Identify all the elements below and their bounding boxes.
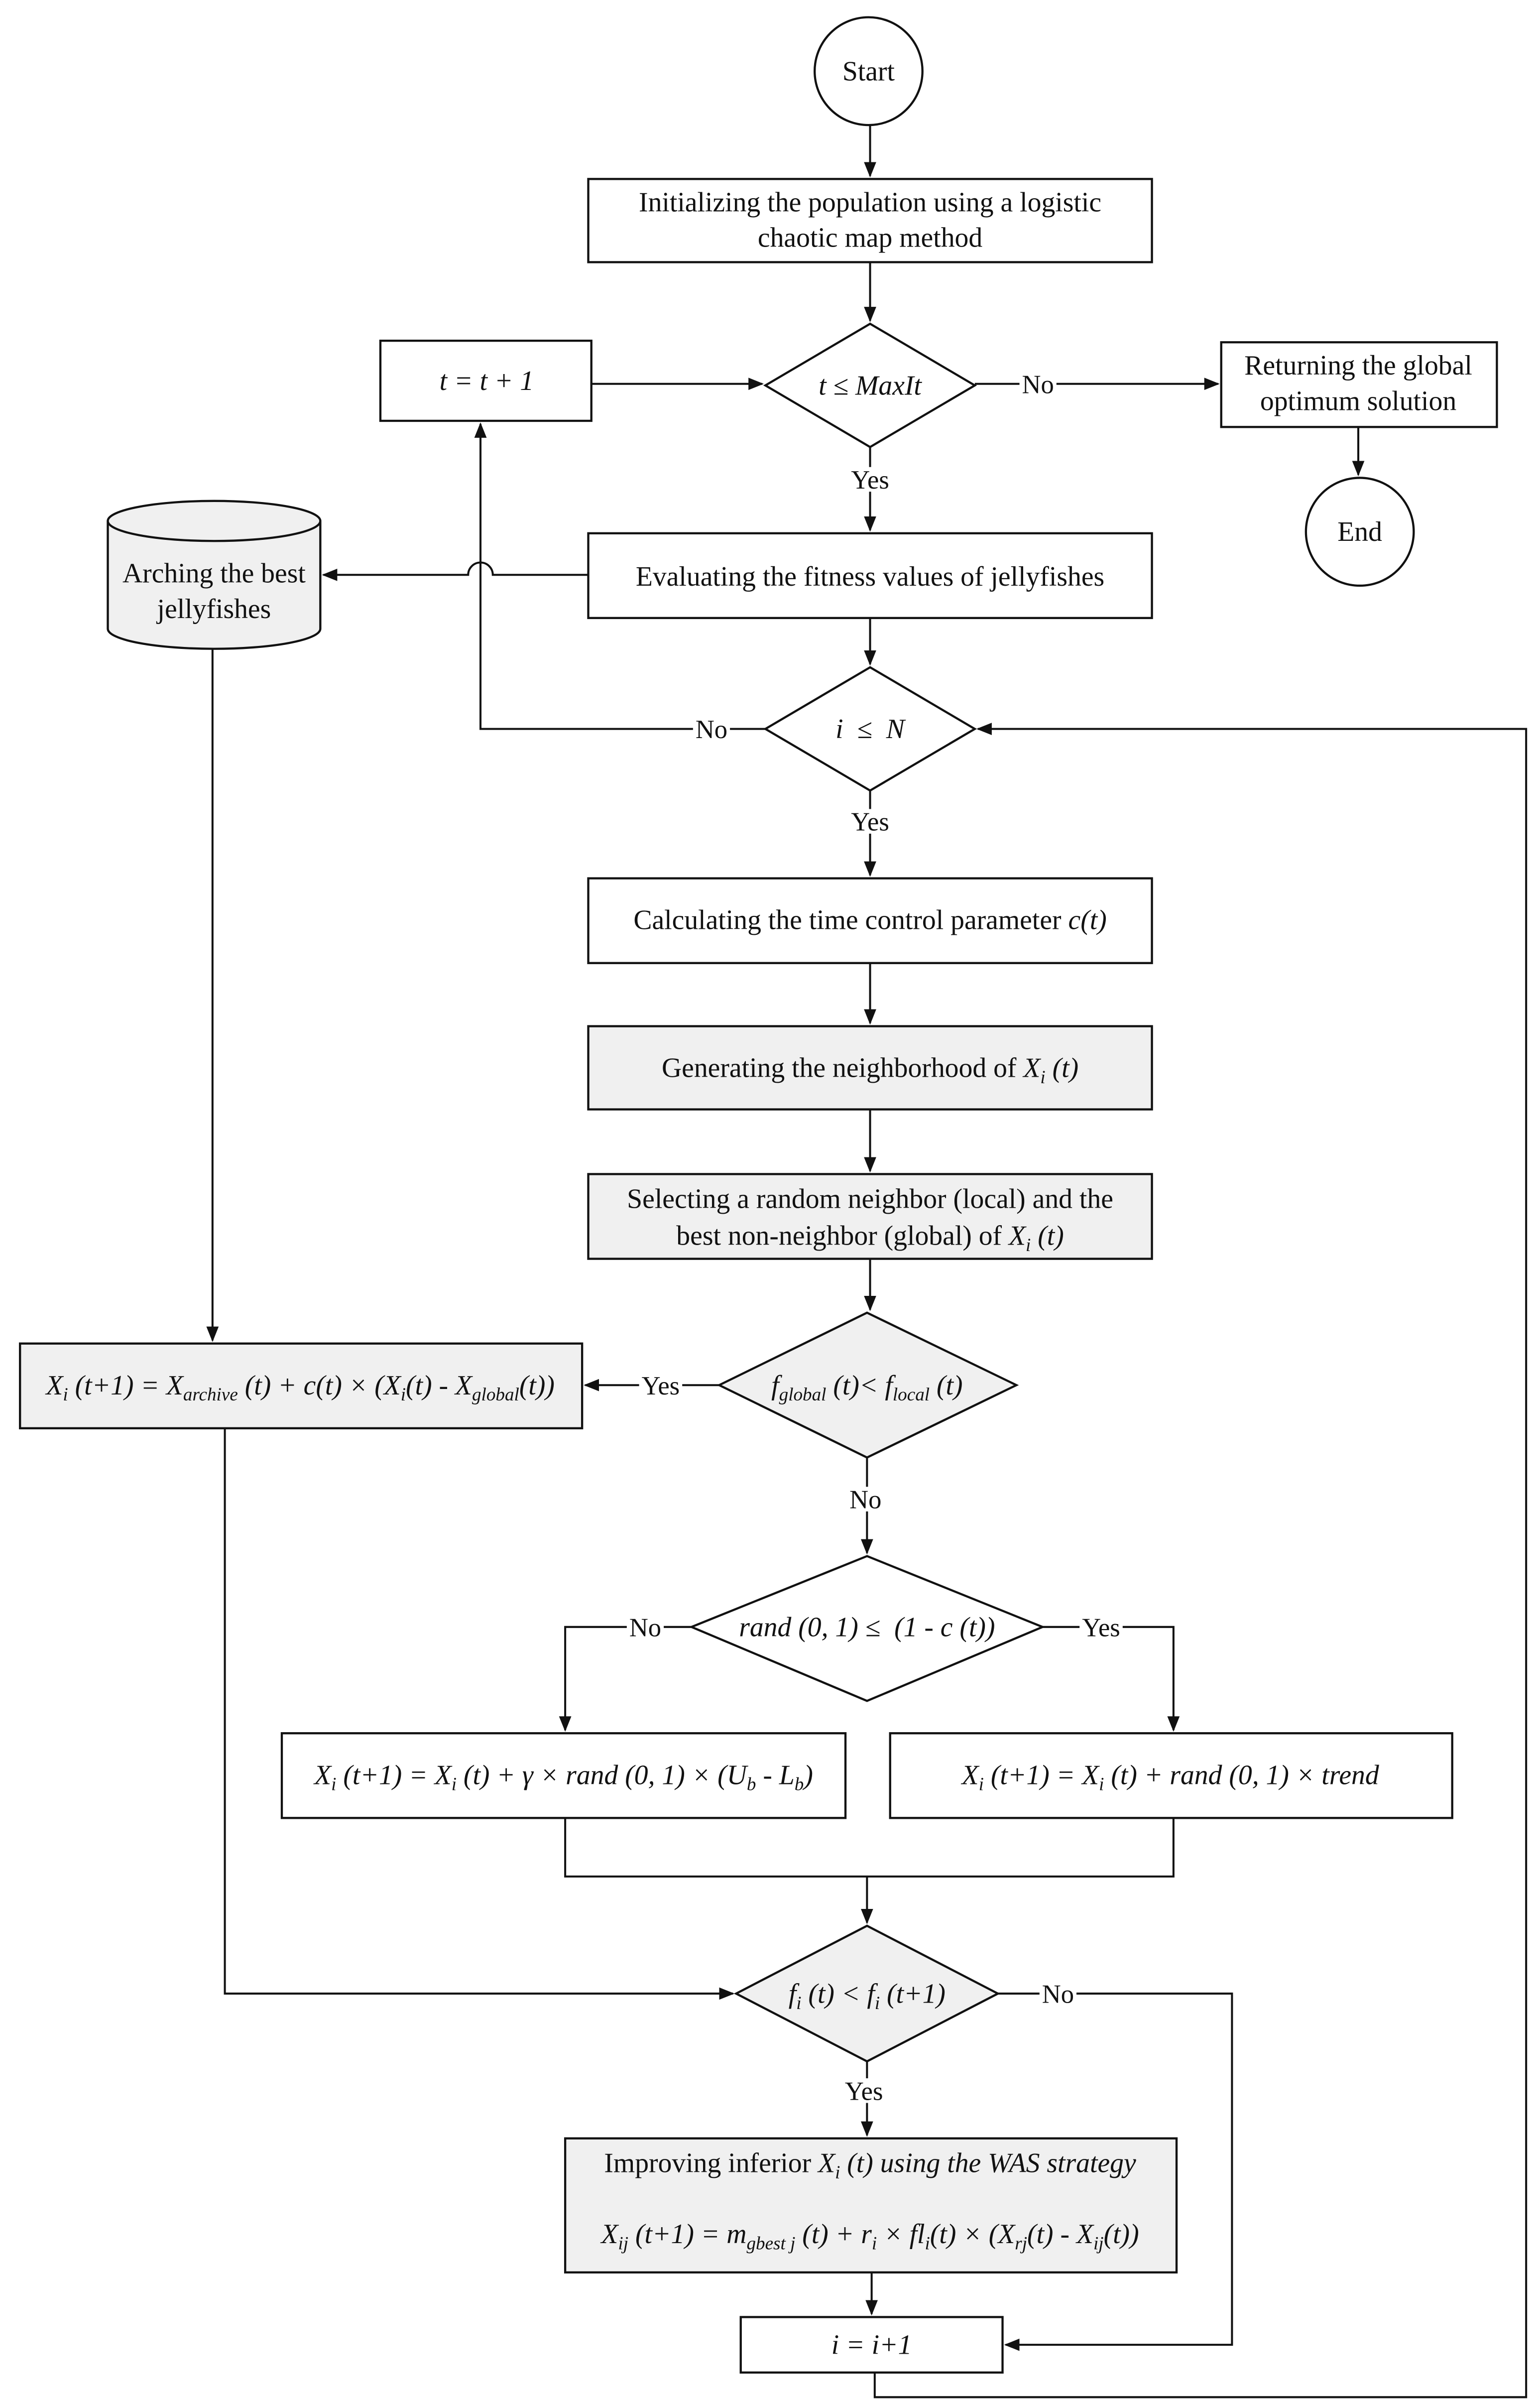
t-increment-text: t = t + 1 — [440, 366, 534, 396]
local-formula-box — [280, 1732, 847, 1819]
cond-f-diamond — [733, 1924, 1000, 2063]
yes-label: Yes — [851, 808, 889, 837]
yes-label: Yes — [1082, 1613, 1120, 1642]
no-label: No — [849, 1486, 881, 1515]
cond-rand-diamond — [689, 1555, 1046, 1702]
generating-text: Generating the neighborhood of Xi (t) — [662, 1053, 1078, 1088]
cond-global-diamond — [716, 1311, 1019, 1459]
selecting-line1: Selecting a random neighbor (local) and … — [627, 1184, 1113, 1215]
init-line1: Initializing the population using a logi… — [639, 187, 1101, 218]
selecting-box — [587, 1173, 1153, 1260]
end-node — [1304, 477, 1415, 587]
archive-formula-box — [19, 1342, 584, 1429]
evaluating-box — [587, 532, 1153, 620]
cond-f-text: fi (t) < fi (t+1) — [789, 1978, 946, 2013]
returning-box — [1220, 341, 1498, 428]
generating-box — [587, 1025, 1153, 1111]
cond-i-diamond — [763, 666, 977, 792]
evaluating-text: Evaluating the fitness values of jellyfi… — [636, 561, 1104, 592]
was-formula: Xij (t+1) = mgbest j (t) + ri × fli(t) ×… — [600, 2219, 1139, 2254]
archive-line1: Arching the best — [122, 558, 306, 589]
archive-cylinder — [107, 500, 322, 650]
end-label: End — [1337, 516, 1382, 547]
archive-formula-text: Xi (t+1) = Xarchive (t) + c(t) × (Xi(t) … — [45, 1370, 555, 1405]
calculating-text: Calculating the time control parameter c… — [633, 905, 1106, 936]
connectors — [206, 125, 1528, 2399]
init-line2: chaotic map method — [758, 222, 982, 253]
i-increment-box — [739, 2316, 1004, 2374]
improving-box — [564, 2137, 1178, 2273]
returning-line1: Returning the global — [1244, 350, 1472, 381]
yes-label: Yes — [845, 2077, 883, 2106]
selecting-line2: best non-neighbor (global) of Xi (t) — [676, 1221, 1064, 1256]
t-increment-box — [379, 339, 592, 422]
no-label: No — [1042, 1980, 1074, 2009]
init-box — [587, 178, 1153, 263]
trend-formula-box — [889, 1732, 1453, 1819]
trend-formula-text: Xi (t+1) = Xi (t) + rand (0, 1) × trend — [961, 1760, 1379, 1794]
local-formula-text: Xi (t+1) = Xi (t) + γ × rand (0, 1) × (U… — [313, 1760, 813, 1794]
no-label: No — [629, 1613, 661, 1642]
cond-i-text: i ≤ N — [835, 714, 906, 745]
archive-line2: jellyfishes — [156, 594, 271, 625]
improving-title: Improving inferior Xi (t) using the WAS … — [604, 2148, 1136, 2183]
cond-t-text: t ≤ MaxIt — [819, 370, 922, 401]
cond-t-diamond — [763, 322, 977, 449]
yes-label: Yes — [642, 1372, 680, 1400]
no-label: No — [1022, 370, 1054, 399]
i-increment-text: i = i+1 — [831, 2330, 912, 2361]
start-node — [814, 16, 924, 126]
start-label: Start — [842, 56, 895, 87]
yes-label: Yes — [851, 466, 889, 495]
cond-global-text: fglobal (t)< flocal (t) — [771, 1370, 962, 1405]
cond-rand-text: rand (0, 1) ≤ (1 - c (t)) — [739, 1612, 995, 1642]
returning-line2: optimum solution — [1260, 385, 1456, 416]
calculating-box — [587, 877, 1153, 964]
no-label: No — [696, 715, 727, 744]
